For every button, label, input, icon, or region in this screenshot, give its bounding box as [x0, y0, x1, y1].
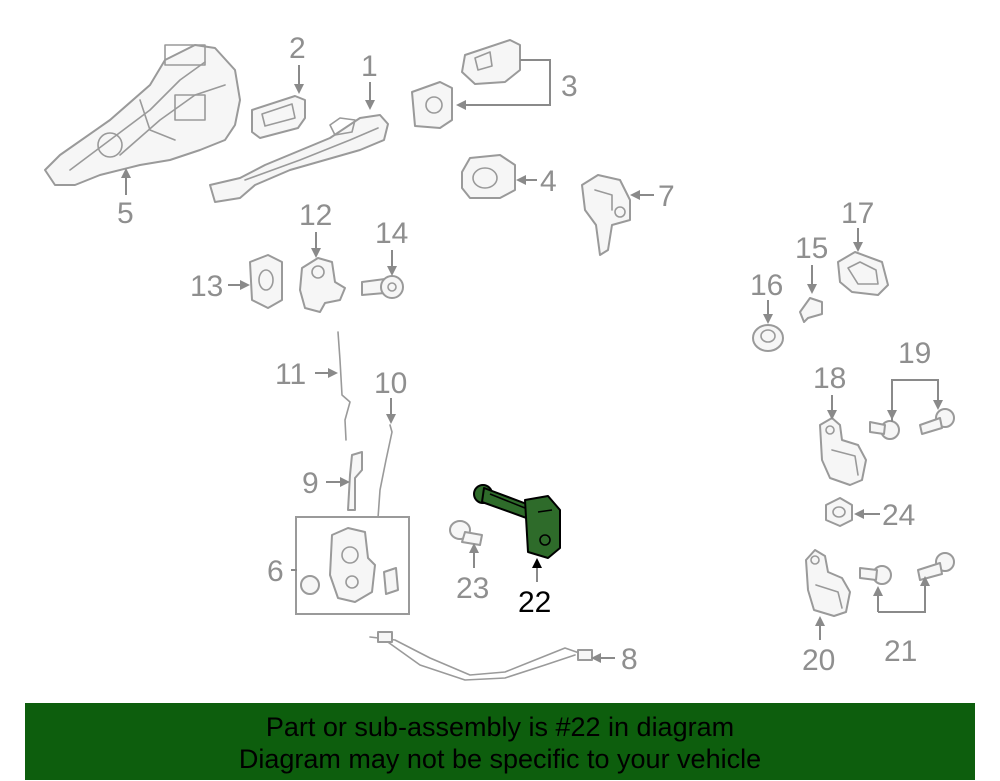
part-17-grommet [837, 251, 889, 296]
callout-9: 9 [302, 467, 319, 500]
callout-20: 20 [802, 644, 835, 677]
leader-lines [121, 59, 943, 663]
part-5-handle-carrier [44, 44, 241, 186]
callout-2: 2 [289, 32, 306, 65]
part-4-cap [461, 154, 516, 199]
callout-12: 12 [299, 199, 332, 232]
callout-16: 16 [750, 269, 783, 302]
callout-15: 15 [795, 232, 828, 265]
banner-line-1: Part or sub-assembly is #22 in diagram [265, 712, 735, 742]
banner-line-2: Diagram may not be specific to your vehi… [238, 744, 762, 774]
callout-18: 18 [813, 362, 846, 395]
callout-labels: 1 2 3 4 5 6 7 8 9 10 11 12 13 14 15 16 1… [117, 32, 931, 677]
part-3-lock-cylinder [411, 39, 521, 129]
callout-8: 8 [621, 643, 638, 676]
info-banner: Part or sub-assembly is #22 in diagram D… [25, 703, 975, 780]
callout-24: 24 [882, 499, 915, 532]
part-6-latch-assembly [295, 516, 410, 615]
part-21-bolts [859, 552, 955, 585]
callout-7: 7 [658, 180, 675, 213]
callout-1: 1 [361, 50, 378, 83]
callout-14: 14 [375, 217, 408, 250]
callout-17: 17 [841, 197, 874, 230]
callout-4: 4 [540, 165, 557, 198]
callout-22: 22 [518, 586, 551, 619]
part-11-rod [337, 331, 351, 441]
callout-3: 3 [561, 70, 578, 103]
part-18-hinge-upper [819, 417, 867, 486]
callout-13: 13 [190, 270, 223, 303]
part-1-outside-handle [209, 114, 389, 203]
part-13-gasket [249, 254, 283, 309]
part-20-hinge-lower [805, 549, 851, 617]
part-8-cable [369, 631, 593, 681]
part-24-nut [825, 497, 853, 527]
part-7-bracket [581, 174, 631, 256]
callout-11: 11 [275, 358, 306, 391]
part-23-bolt [449, 520, 483, 546]
callout-5: 5 [117, 197, 134, 230]
callout-6: 6 [267, 555, 284, 588]
callout-21: 21 [884, 635, 917, 668]
part-15-bolt [799, 297, 823, 323]
callout-23: 23 [456, 572, 489, 605]
part-9-clip [347, 451, 363, 511]
part-14-bolt [361, 275, 404, 299]
part-19-bolts [869, 408, 955, 440]
callout-10: 10 [374, 367, 407, 400]
part-12-lock-lever [299, 257, 346, 313]
part-10-rod [377, 424, 393, 519]
part-2-handle-gasket [251, 95, 306, 139]
part-16-nut [752, 324, 784, 352]
callout-19: 19 [898, 337, 931, 370]
part-22-door-check [473, 484, 561, 559]
